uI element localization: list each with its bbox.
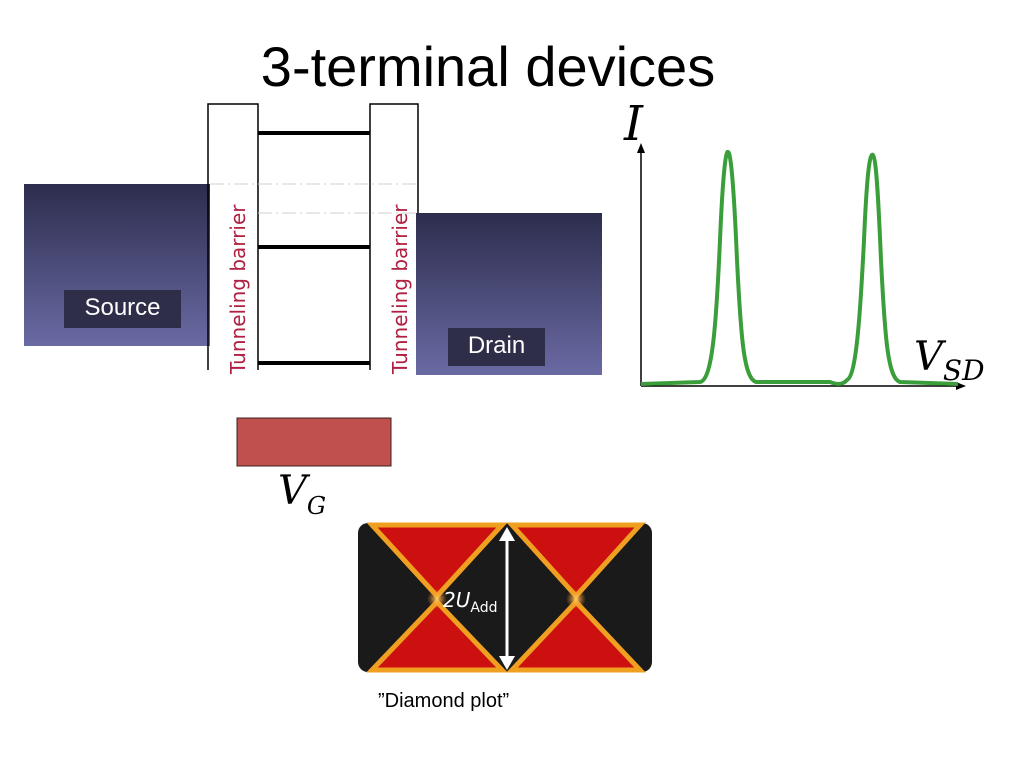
right-barrier-label: Tunneling barrier	[388, 204, 412, 374]
addition-energy-main: 2U	[443, 588, 471, 612]
y-axis-arrow	[637, 143, 645, 153]
drain-label-box: Drain	[448, 328, 545, 366]
diamond-top-right	[506, 522, 646, 600]
diamond-plot-caption: ”Diamond plot”	[378, 690, 510, 712]
crossing-glow	[427, 589, 447, 609]
x-label-main: V	[914, 334, 943, 380]
left-barrier	[207, 103, 259, 370]
x-axis-arrow	[956, 382, 966, 390]
current-curve	[640, 149, 959, 386]
source-label: Source	[84, 294, 161, 321]
gate-label-sub: G	[306, 492, 327, 520]
source-label-box: Source	[64, 290, 181, 328]
x-axis-label: VSD	[914, 334, 985, 394]
left-barrier-label: Tunneling barrier	[226, 204, 250, 374]
arrow-head-down	[499, 656, 515, 670]
x-label-sub: SD	[942, 354, 985, 387]
addition-energy-label: 2UAdd	[443, 588, 497, 620]
crossing-glow	[566, 589, 586, 609]
page-title: 3-terminal devices	[260, 35, 716, 98]
diamond-plot	[358, 522, 652, 673]
gate-electrode	[236, 417, 392, 467]
addition-energy-sub: Add	[470, 600, 498, 616]
arrow-head-up	[499, 527, 515, 541]
gate-label-main: V	[278, 468, 307, 514]
diamond-bottom-right	[506, 598, 646, 673]
drain-label: Drain	[467, 332, 526, 359]
diamond-bottom-left	[366, 598, 508, 673]
gate-voltage-label: VG	[278, 468, 326, 529]
diamond-top-left	[366, 522, 508, 600]
right-barrier	[369, 103, 419, 370]
y-axis-label: I	[624, 96, 643, 152]
